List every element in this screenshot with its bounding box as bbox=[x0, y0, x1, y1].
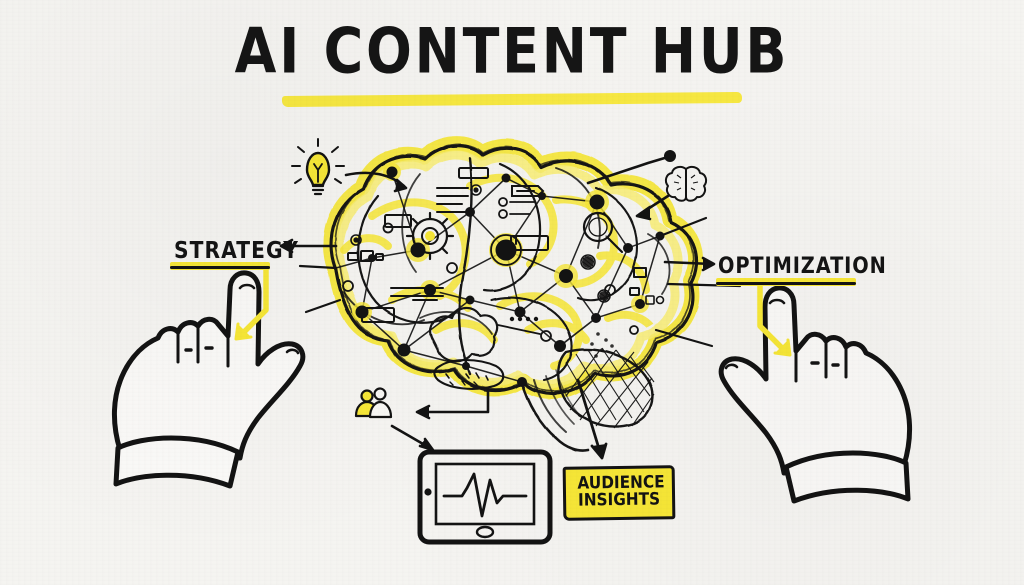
strategy-label-rule bbox=[170, 266, 270, 269]
arrow-to-tablet bbox=[390, 424, 435, 452]
left-outgoing-links bbox=[298, 264, 342, 314]
arrow-to-people bbox=[415, 386, 490, 420]
optimization-label-rule bbox=[716, 282, 856, 285]
brain-inner-doodles bbox=[347, 167, 665, 358]
arrow-to-audience-insights bbox=[576, 378, 608, 460]
hand-pointer-left-icon bbox=[111, 270, 306, 489]
magnifier-icon bbox=[582, 211, 624, 254]
audience-insights-badge[interactable]: AUDIENCE INSIGHTS bbox=[562, 465, 676, 521]
top-right-node-connector bbox=[586, 150, 676, 185]
cerebellum-hatching bbox=[565, 347, 655, 429]
audience-insights-line-2: INSIGHTS bbox=[577, 489, 661, 511]
lightbulb-icon bbox=[291, 138, 345, 196]
small-brain-icon bbox=[664, 165, 708, 202]
hand-pointer-right-icon bbox=[718, 285, 913, 504]
yellow-arrow-strategy-hand bbox=[234, 263, 269, 341]
arrow-to-optimization bbox=[663, 256, 716, 272]
people-icon bbox=[354, 387, 393, 419]
arrow-from-lightbulb bbox=[344, 171, 408, 193]
title-block: AI CONTENT HUB bbox=[0, 14, 1024, 108]
arrow-to-strategy bbox=[279, 238, 338, 254]
tablet-analytics-icon bbox=[417, 449, 553, 545]
arrow-from-small-brain bbox=[635, 194, 670, 221]
optimization-label[interactable]: OPTIMIZATION bbox=[718, 254, 887, 279]
yellow-pointer-arrows bbox=[234, 263, 792, 357]
connector-arrows bbox=[279, 150, 742, 460]
page-title: AI CONTENT HUB bbox=[234, 14, 790, 88]
yellow-arrow-optimization-hand bbox=[757, 279, 792, 357]
strategy-label[interactable]: STRATEGY bbox=[174, 238, 299, 264]
gear-icon bbox=[405, 211, 455, 261]
brain-outline bbox=[329, 143, 699, 452]
